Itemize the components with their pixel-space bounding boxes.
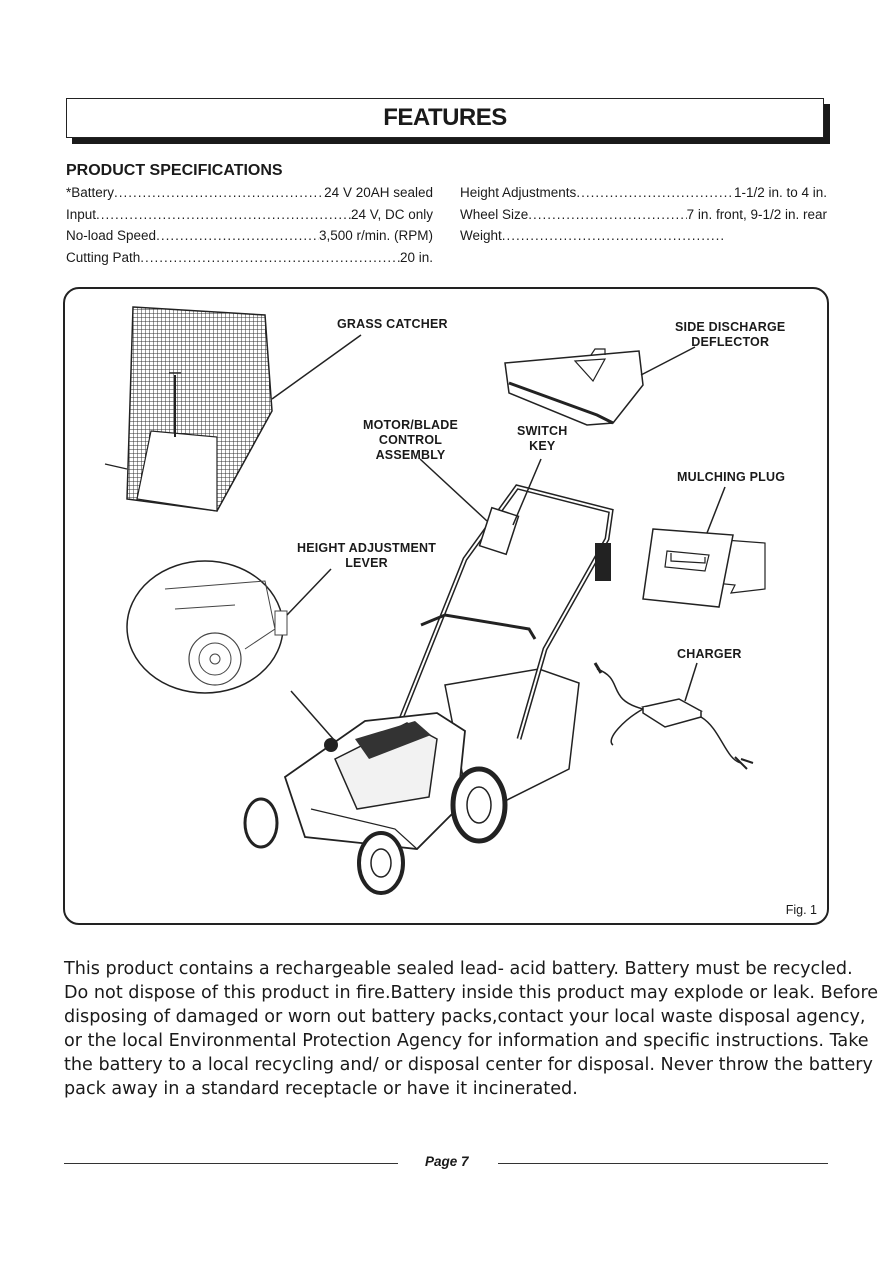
callout-switch-key: SWITCH KEY	[517, 424, 568, 453]
spec-row-input: Input 24 V, DC only	[66, 204, 433, 226]
notice-line: the battery to a local recycling and/ or…	[64, 1055, 873, 1075]
battery-recycling-notice: This product contains a rechargeable sea…	[64, 957, 879, 1101]
features-title-box: FEATURES	[66, 98, 824, 138]
callout-grass-catcher: GRASS CATCHER	[337, 317, 448, 331]
notice-line: pack away in a standard receptacle or ha…	[64, 1079, 578, 1099]
spec-row-height-adjustments: Height Adjustments 1-1/2 in. to 4 in.	[460, 182, 827, 204]
notice-line: or the local Environmental Protection Ag…	[64, 1031, 869, 1051]
spec-row-wheel-size: Wheel Size 7 in. front, 9-1/2 in. rear	[460, 204, 827, 226]
spec-row-cutting-path: Cutting Path 20 in.	[66, 247, 433, 269]
charger-drawing	[593, 662, 754, 770]
page-number: Page 7	[425, 1154, 469, 1169]
motor-control-leader	[419, 458, 488, 522]
lawn-mower-illustration	[104, 306, 766, 895]
spec-label: No-load Speed	[66, 228, 157, 243]
spec-label: Cutting Path	[66, 249, 141, 265]
spec-value: 1-1/2 in. to 4 in.	[733, 185, 827, 200]
deflector-leader	[640, 346, 696, 376]
specifications-heading: PRODUCT SPECIFICATIONS	[66, 162, 283, 179]
mulching-plug-drawing	[642, 528, 766, 608]
callout-charger: CHARGER	[677, 647, 742, 661]
spec-label: *Battery	[66, 185, 115, 200]
callout-motor-blade-control: MOTOR/BLADE CONTROL ASSEMBLY	[363, 418, 459, 462]
specifications-right-column: Height Adjustments 1-1/2 in. to 4 in. Whe…	[460, 182, 827, 247]
callout-side-discharge-deflector: SIDE DISCHARGE DEFLECTOR	[675, 320, 786, 349]
spec-value: 20 in.	[399, 249, 433, 265]
spec-label: Height Adjustments	[460, 185, 577, 200]
spec-label: Input	[66, 206, 97, 222]
side-discharge-deflector-drawing	[504, 348, 644, 426]
spec-value: 3,500 r/min. (RPM)	[318, 228, 433, 243]
grass-catcher-leader	[271, 334, 362, 400]
spec-value: 24 V, DC only	[350, 206, 433, 222]
height-adjustment-inset	[126, 560, 288, 694]
footer-rule-right	[498, 1163, 828, 1164]
notice-line: This product contains a rechargeable sea…	[64, 959, 853, 979]
height-lever-leader	[286, 568, 332, 616]
charger-leader	[684, 662, 698, 702]
spec-row-weight: Weight	[460, 225, 724, 247]
figure-label: Fig. 1	[785, 903, 817, 917]
switch-key-leader	[512, 458, 542, 526]
height-lever-inset-leader	[290, 690, 336, 742]
notice-line: Do not dispose of this product in fire.B…	[64, 983, 879, 1003]
footer-rule-left	[64, 1163, 398, 1164]
spec-row-battery: *Battery 24 V 20AH sealed	[66, 182, 433, 204]
callout-mulching-plug: MULCHING PLUG	[677, 470, 786, 484]
spec-value: 7 in. front, 9-1/2 in. rear	[686, 206, 827, 222]
notice-line: disposing of damaged or worn out battery…	[64, 1007, 866, 1027]
spec-value: 24 V 20AH sealed	[324, 185, 433, 200]
callout-height-adjustment-lever: HEIGHT ADJUSTMENT LEVER	[297, 541, 437, 570]
figure-1-panel: GRASS CATCHER SIDE DISCHARGE DEFLECTOR M…	[63, 287, 829, 925]
specifications-left-column: *Battery 24 V 20AH sealed Input 24 V, DC…	[66, 182, 433, 268]
page-title: FEATURES	[383, 104, 507, 131]
spec-label: Wheel Size	[460, 206, 529, 222]
grass-catcher-drawing	[104, 306, 273, 512]
spec-label: Weight	[460, 228, 502, 243]
lawn-mower-drawing	[243, 484, 614, 895]
spec-row-no-load-speed: No-load Speed 3,500 r/min. (RPM)	[66, 225, 433, 247]
mulching-plug-leader	[706, 486, 726, 534]
